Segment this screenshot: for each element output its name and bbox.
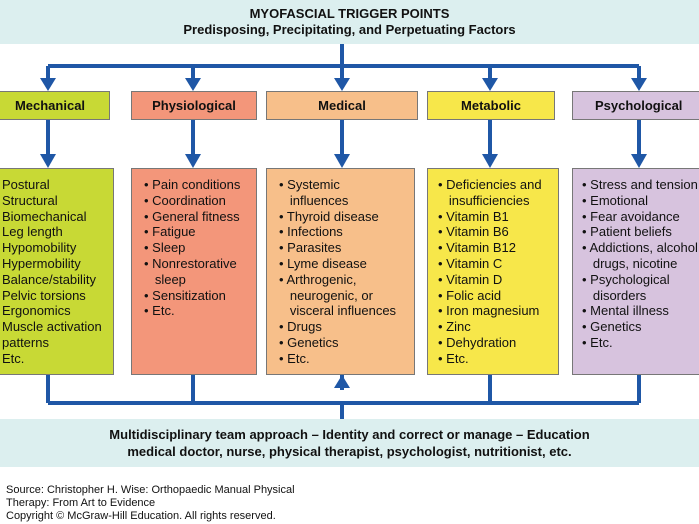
factor-item: Leg length xyxy=(2,224,63,240)
factor-item: • Vitamin B1 xyxy=(438,208,509,224)
factor-item: • Genetics xyxy=(582,319,642,335)
factor-item: • Sensitization xyxy=(144,287,226,303)
factor-item: Muscle activation xyxy=(2,319,102,335)
factor-item: Ergonomics xyxy=(2,303,71,319)
header-psychological: Psychological xyxy=(572,91,699,120)
factor-item: • Vitamin B6 xyxy=(438,224,509,240)
arrowhead-up-medical xyxy=(334,375,350,388)
diagram-title: MYOFASCIAL TRIGGER POINTS xyxy=(249,6,450,21)
arrowhead-mid-physiological xyxy=(185,154,201,168)
arrowhead-mid-medical xyxy=(334,154,350,168)
list-medical: • Systemic influences• Thyroid disease• … xyxy=(279,177,414,367)
factor-item: Postural xyxy=(2,177,50,192)
diagram-subtitle: Predisposing, Precipitating, and Perpetu… xyxy=(183,22,516,37)
factor-item: Balance/stability xyxy=(2,271,96,287)
header-physiological: Physiological xyxy=(131,91,257,120)
factor-item: • Psychological xyxy=(582,271,670,287)
factor-item: • Etc. xyxy=(438,350,469,366)
list-physiological: • Pain conditions• Coordination• General… xyxy=(144,177,256,319)
list-psychological: • Stress and tension• Emotional• Fear av… xyxy=(582,177,699,351)
team-approach-line1: Multidisciplinary team approach – Identi… xyxy=(109,427,590,442)
factor-item: • Etc. xyxy=(279,350,310,366)
factor-item: • Iron magnesium xyxy=(438,303,540,319)
factor-item: • Fatigue xyxy=(144,224,196,240)
factor-item: disorders xyxy=(582,287,647,303)
factor-item: • Vitamin C xyxy=(438,255,503,271)
factor-item: influences xyxy=(279,192,349,208)
factor-item: sleep xyxy=(144,271,186,287)
factor-item: • Dehydration xyxy=(438,334,517,350)
header-mechanical: Mechanical xyxy=(0,91,110,120)
factor-item: • Drugs xyxy=(279,319,322,335)
factor-item: • Stress and tension xyxy=(582,177,698,192)
factor-item: • Fear avoidance xyxy=(582,208,680,224)
team-approach-line2: medical doctor, nurse, physical therapis… xyxy=(127,444,572,459)
factor-item: neurogenic, or xyxy=(279,287,373,303)
factor-item: • General fitness xyxy=(144,208,240,224)
team-approach-band: Multidisciplinary team approach – Identi… xyxy=(0,419,699,467)
factor-item: Hypermobility xyxy=(2,255,81,271)
arrowhead-top-metabolic xyxy=(482,78,498,91)
factor-item: • Parasites xyxy=(279,240,342,256)
factor-item: patterns xyxy=(2,334,49,350)
arrowhead-top-physiological xyxy=(185,78,201,91)
factor-item: • Genetics xyxy=(279,334,339,350)
factor-item: • Etc. xyxy=(144,303,175,319)
factor-item: • Patient beliefs xyxy=(582,224,672,240)
factor-item: • Vitamin B12 xyxy=(438,240,517,256)
factor-item: • Folic acid xyxy=(438,287,502,303)
factor-item: Structural xyxy=(2,192,58,208)
factor-item: insufficiencies xyxy=(438,192,530,208)
factor-item: • Etc. xyxy=(582,334,613,350)
factor-item: Pelvic torsions xyxy=(2,287,86,303)
factor-item: visceral influences xyxy=(279,303,397,319)
factor-item: • Infections xyxy=(279,224,343,240)
factor-item: • Systemic xyxy=(279,177,340,192)
list-metabolic: • Deficiencies and insufficiencies• Vita… xyxy=(438,177,558,367)
factor-item: • Coordination xyxy=(144,192,226,208)
factor-item: • Vitamin D xyxy=(438,271,503,287)
factor-item: Hypomobility xyxy=(2,240,77,256)
factor-item: • Thyroid disease xyxy=(279,208,379,224)
box-metabolic: • Deficiencies and insufficiencies• Vita… xyxy=(427,168,559,375)
factor-item: • Lyme disease xyxy=(279,255,367,271)
factor-item: • Nonrestorative xyxy=(144,255,237,271)
header-medical: Medical xyxy=(266,91,418,120)
arrowhead-mid-psychological xyxy=(631,154,647,168)
arrowhead-mid-mechanical xyxy=(40,154,56,168)
arrowhead-top-medical xyxy=(334,78,350,91)
factor-item: Biomechanical xyxy=(2,208,87,224)
source-line2: Therapy: From Art to Evidence xyxy=(6,497,156,509)
source-line1: Source: Christopher H. Wise: Orthopaedic… xyxy=(6,484,295,496)
factor-item: • Zinc xyxy=(438,319,471,335)
arrowhead-top-mechanical xyxy=(40,78,56,91)
box-psychological: • Stress and tension• Emotional• Fear av… xyxy=(572,168,699,375)
factor-item: Etc. xyxy=(2,350,25,366)
factor-item: • Sleep xyxy=(144,240,186,256)
factor-item: drugs, nicotine xyxy=(582,255,678,271)
box-medical: • Systemic influences• Thyroid disease• … xyxy=(266,168,415,375)
box-physiological: • Pain conditions• Coordination• General… xyxy=(131,168,257,375)
arrowhead-mid-metabolic xyxy=(482,154,498,168)
factor-item: • Addictions, alcohol, xyxy=(582,240,699,256)
factor-item: • Mental illness xyxy=(582,303,669,319)
factor-item: • Arthrogenic, xyxy=(279,271,357,287)
arrowhead-top-psychological xyxy=(631,78,647,91)
source-line3: Copyright © McGraw-Hill Education. All r… xyxy=(6,510,276,522)
factor-item: • Emotional xyxy=(582,192,648,208)
factor-item: • Pain conditions xyxy=(144,177,241,192)
factor-item: • Deficiencies and xyxy=(438,177,542,192)
title-band: MYOFASCIAL TRIGGER POINTS Predisposing, … xyxy=(0,0,699,44)
header-metabolic: Metabolic xyxy=(427,91,555,120)
source-credit: Source: Christopher H. Wise: Orthopaedic… xyxy=(6,484,295,523)
